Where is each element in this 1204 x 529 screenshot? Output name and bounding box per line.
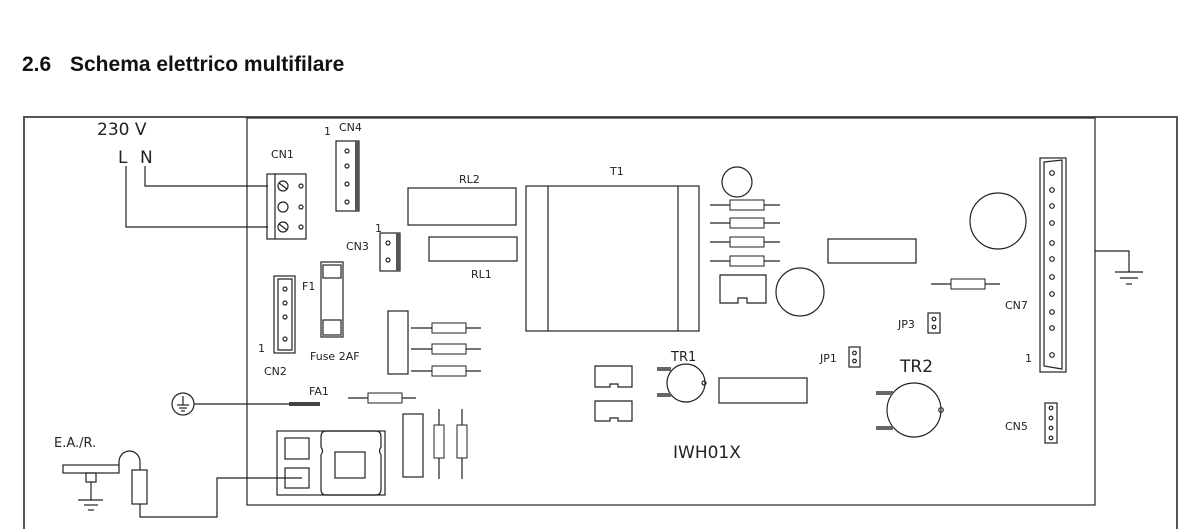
circuit-board [246, 117, 1096, 506]
transformer-t1 [525, 185, 700, 332]
ic-chip [718, 377, 808, 404]
jp3-label: JP3 [897, 318, 915, 331]
rl2-label: RL2 [459, 173, 480, 186]
section-number: 2.6 [22, 53, 52, 76]
f1-label: F1 [302, 280, 315, 293]
electrode-wire [139, 477, 302, 518]
cn2-connector [273, 275, 296, 354]
cn5-connector [1044, 402, 1058, 444]
resistor-group [411, 322, 481, 377]
outer-frame [23, 116, 1178, 529]
cn5-label: CN5 [1005, 420, 1028, 433]
regulator [719, 274, 767, 304]
line-wire [125, 166, 268, 228]
cn7-pin1-label: 1 [1025, 352, 1032, 365]
section-heading: Schema elettrico multifilare [70, 53, 345, 76]
tr2-label: TR2 [899, 357, 933, 377]
ignition-connector [276, 430, 386, 496]
vertical-resistors [433, 409, 468, 479]
trimmer-tr2[interactable] [876, 382, 944, 438]
fuse-f1 [320, 261, 344, 338]
relay-rl2 [407, 187, 517, 226]
capacitor [721, 166, 753, 198]
fuse-rating-label: Fuse 2AF [310, 350, 360, 363]
ground-icon [1115, 271, 1143, 285]
connector-slot [594, 400, 633, 422]
tr1-label: TR1 [670, 350, 696, 365]
capacitor [969, 192, 1027, 250]
electrode-icon [62, 464, 120, 511]
section-title: 2.6 Schema elettrico multifilare [22, 53, 344, 77]
resistor-group [710, 199, 780, 267]
relay-rl1 [428, 236, 518, 262]
cn3-pin1-label: 1 [375, 222, 382, 235]
neutral-wire [144, 166, 268, 187]
resistor [348, 392, 416, 404]
fa1-terminal [289, 402, 320, 406]
voltage-label: 230 V [97, 120, 147, 140]
ground-wire [1095, 250, 1130, 272]
trimmer-tr1[interactable] [657, 363, 707, 403]
connector-slot [594, 365, 633, 388]
fa1-label: FA1 [309, 385, 329, 398]
component-block [402, 413, 424, 478]
cn2-label: CN2 [264, 365, 287, 378]
neutral-label: N [140, 148, 153, 168]
cn1-terminal-block [266, 173, 307, 240]
cn4-pin1-label: 1 [324, 125, 331, 138]
t1-label: T1 [609, 165, 624, 178]
jp1-label: JP1 [819, 352, 837, 365]
electrode-cable-loop [118, 450, 141, 470]
rl1-label: RL1 [471, 268, 492, 281]
cn1-label: CN1 [271, 148, 294, 161]
jumper-jp1[interactable] [848, 346, 861, 368]
cn3-connector [379, 232, 401, 272]
board-model-label: IWH01X [673, 443, 741, 463]
jumper-jp3[interactable] [927, 312, 941, 334]
ic-chip [827, 238, 917, 264]
earth-symbol-icon [171, 392, 195, 416]
cn4-label: CN4 [339, 121, 362, 134]
cn7-connector [1039, 157, 1067, 373]
line-label: L [118, 148, 128, 168]
resistor [931, 278, 1000, 290]
cn7-label: CN7 [1005, 299, 1028, 312]
cn3-label: CN3 [346, 240, 369, 253]
capacitor [775, 267, 825, 317]
electrode-resistor [131, 469, 148, 505]
cn4-connector [335, 140, 360, 212]
cn2-pin1-label: 1 [258, 342, 265, 355]
component-block [387, 310, 409, 375]
ea-r-label: E.A./R. [54, 436, 96, 451]
